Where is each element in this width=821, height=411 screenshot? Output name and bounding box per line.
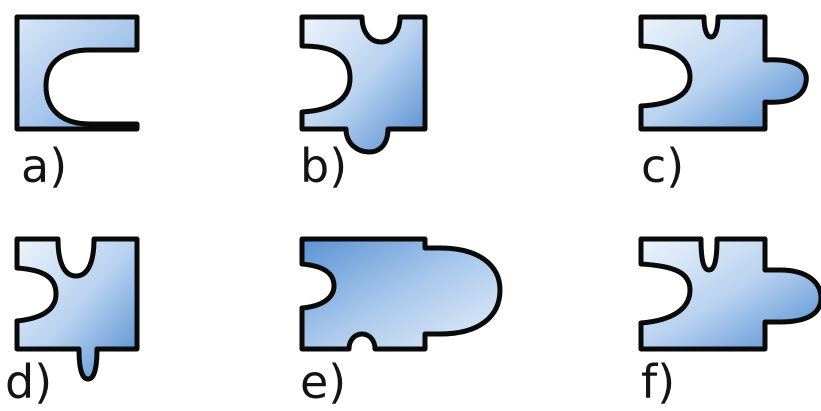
puzzle-piece-e xyxy=(299,236,503,352)
piece-d-label: d) xyxy=(5,355,52,409)
piece-b-label: b) xyxy=(300,139,347,193)
puzzle-piece-c xyxy=(638,14,809,132)
piece-b-shape xyxy=(299,14,428,155)
piece-a-shape xyxy=(14,14,140,132)
piece-e-label: e) xyxy=(300,355,346,409)
piece-d-shape xyxy=(14,236,140,382)
piece-c-label: c) xyxy=(641,139,684,193)
piece-a-label: a) xyxy=(21,139,67,193)
piece-f-label: f) xyxy=(641,355,675,409)
puzzle-piece-d xyxy=(14,236,140,382)
puzzle-piece-a xyxy=(14,14,140,132)
piece-e-shape xyxy=(299,236,503,352)
puzzle-piece-b xyxy=(299,14,428,155)
puzzle-piece-f xyxy=(638,236,821,352)
piece-f-shape xyxy=(638,236,821,352)
piece-c-shape xyxy=(638,14,809,132)
